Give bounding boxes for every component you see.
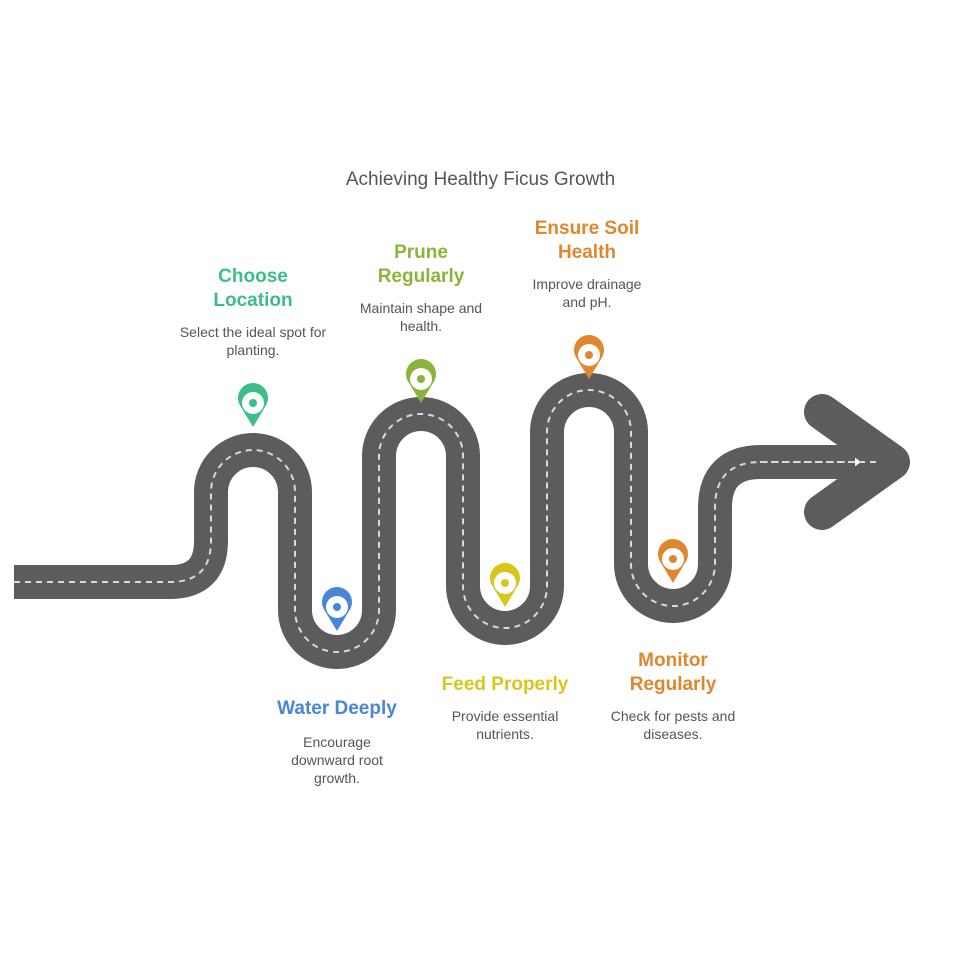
road <box>14 373 855 669</box>
map-pin-icon <box>238 383 269 427</box>
step-description: Maintain shape and health. <box>359 300 483 334</box>
step-title: Water Deeply <box>277 698 397 719</box>
step-monitor-regularly: Monitor Regularly Check for pests and di… <box>583 649 763 743</box>
road-center-dashes <box>14 389 855 653</box>
arrow-right-icon <box>804 394 910 530</box>
step-description: Improve drainage and pH. <box>532 276 642 310</box>
step-description: Encourage downward root growth. <box>291 734 383 786</box>
step-title: Choose Location <box>213 266 293 311</box>
step-feed-properly: Feed Properly Provide essential nutrient… <box>415 673 595 743</box>
map-pin-icon <box>658 538 689 583</box>
diagram-title: Achieving Healthy Ficus Growth <box>345 169 616 190</box>
step-prune-regularly: Prune Regularly Maintain shape and healt… <box>331 241 511 335</box>
step-water-deeply: Water Deeply Encourage downward root gro… <box>247 697 427 787</box>
step-title: Feed Properly <box>441 674 569 695</box>
step-title: Prune Regularly <box>377 242 465 287</box>
step-description: Select the ideal spot for planting. <box>179 324 327 358</box>
map-pin-icon <box>406 359 437 403</box>
step-description: Provide essential nutrients. <box>451 708 559 742</box>
step-description: Check for pests and diseases. <box>610 708 736 742</box>
step-title: Ensure Soil Health <box>534 218 640 263</box>
map-pin-icon <box>574 335 604 379</box>
step-title: Monitor Regularly <box>629 650 717 695</box>
step-ensure-soil-health: Ensure Soil Health Improve drainage and … <box>497 217 677 311</box>
map-pin-icon <box>322 587 352 631</box>
step-choose-location: Choose Location Select the ideal spot fo… <box>163 265 343 359</box>
map-pin-icon <box>490 563 520 607</box>
